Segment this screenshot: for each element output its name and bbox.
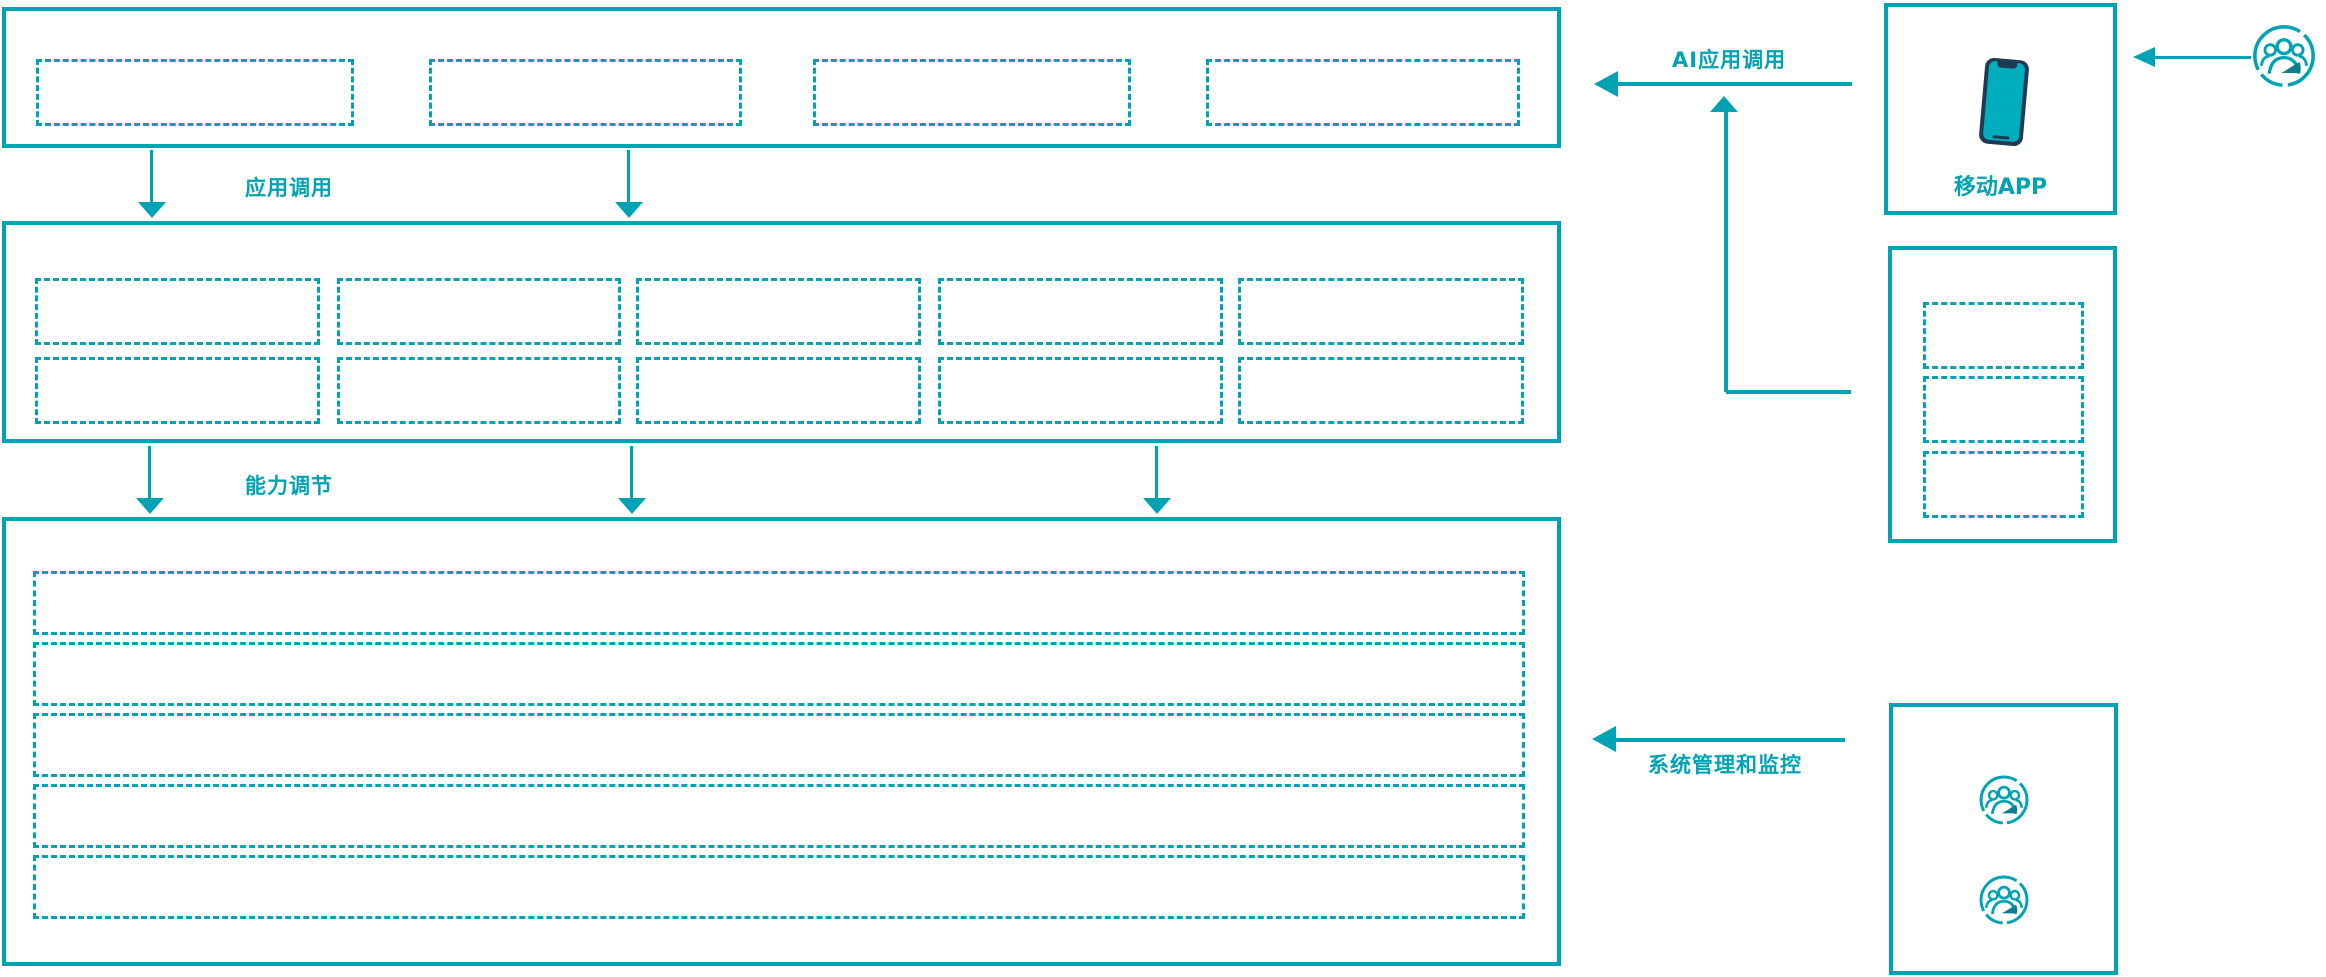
placeholder-cell xyxy=(938,278,1223,345)
placeholder-box xyxy=(1923,376,2084,443)
placeholder-cell xyxy=(1238,278,1524,345)
users-icon xyxy=(2251,23,2317,89)
placeholder-cell xyxy=(337,357,621,424)
label-ai-app-call: AI应用调用 xyxy=(1672,48,1787,72)
placeholder-row xyxy=(33,642,1525,706)
label-mobile-app: 移动APP xyxy=(1953,175,2048,200)
bottom-layer-panel xyxy=(2,517,1561,966)
admin-users-panel xyxy=(1889,703,2118,975)
placeholder-box xyxy=(1923,302,2084,369)
label-app-call: 应用调用 xyxy=(245,176,333,200)
placeholder-box xyxy=(429,59,742,126)
placeholder-cell xyxy=(636,278,921,345)
users-icon xyxy=(1978,774,2030,826)
placeholder-cell xyxy=(1238,357,1524,424)
label-capability-adjust: 能力调节 xyxy=(245,474,333,498)
top-layer-panel xyxy=(2,7,1561,148)
mobile-app-panel: 移动APP xyxy=(1884,3,2117,215)
smartphone-icon xyxy=(1978,57,2030,147)
right-middle-panel xyxy=(1888,246,2117,543)
placeholder-row xyxy=(33,571,1525,635)
placeholder-cell xyxy=(636,357,921,424)
placeholder-box xyxy=(1923,451,2084,518)
placeholder-box xyxy=(36,59,354,126)
placeholder-row xyxy=(33,713,1525,777)
users-icon xyxy=(1978,874,2030,926)
placeholder-cell xyxy=(938,357,1223,424)
placeholder-box xyxy=(813,59,1131,126)
placeholder-cell xyxy=(35,357,320,424)
placeholder-cell xyxy=(337,278,621,345)
placeholder-row xyxy=(33,855,1525,919)
placeholder-row xyxy=(33,784,1525,848)
placeholder-cell xyxy=(35,278,320,345)
middle-layer-panel xyxy=(2,221,1561,443)
placeholder-box xyxy=(1206,59,1520,126)
label-system-monitor: 系统管理和监控 xyxy=(1648,753,1802,777)
